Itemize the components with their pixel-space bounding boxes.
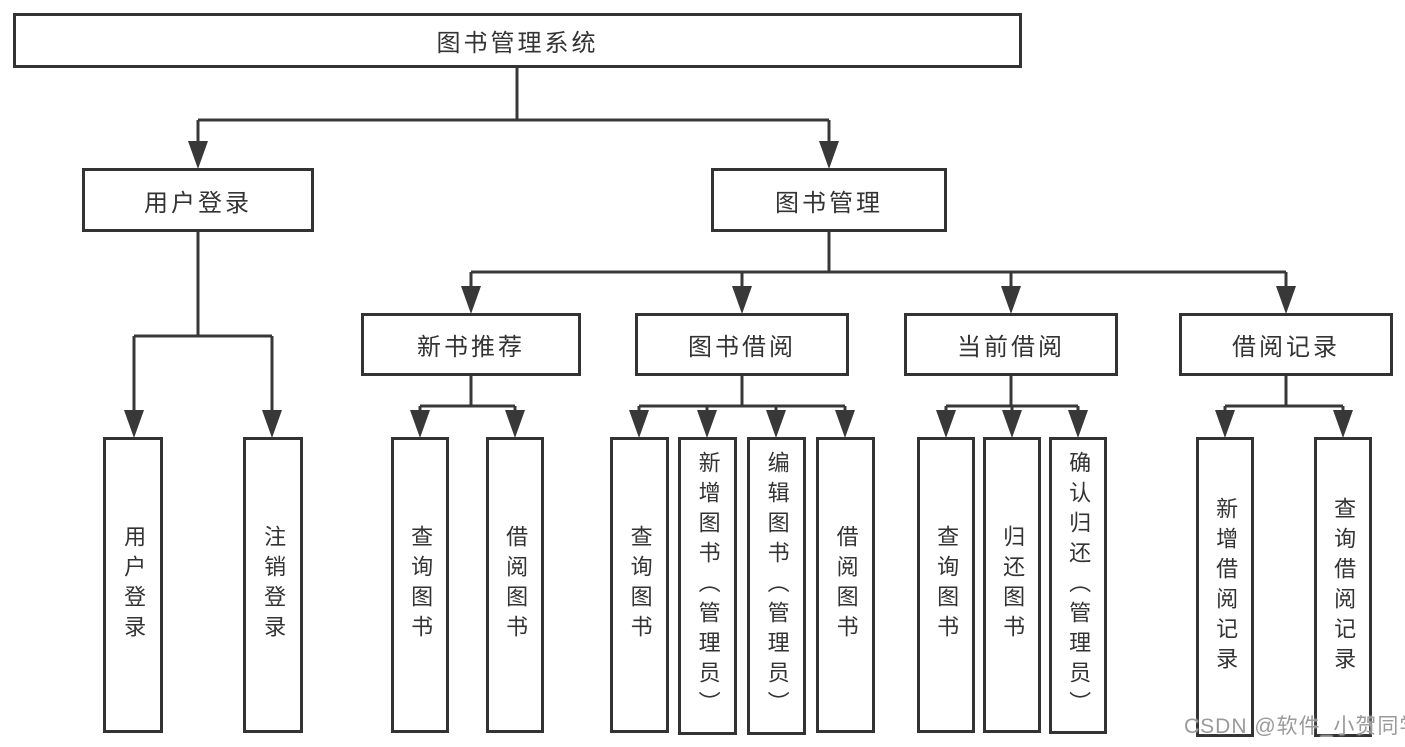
node-add-borrow-record: 新增借阅记录	[1196, 437, 1254, 737]
node-system-root: 图书管理系统	[13, 13, 1022, 68]
connector-current-borrow-to-leaves	[944, 376, 1080, 414]
node-book-borrowing: 图书借阅	[635, 313, 849, 376]
connector-book-mgmt-to-level3	[469, 232, 1288, 290]
node-user-login-leaf: 用户登录	[103, 437, 163, 733]
connector-records-to-leaves	[1223, 376, 1345, 414]
node-add-book-admin: 新增图书（管理员）	[678, 437, 737, 735]
arrowhead-icons	[124, 141, 1353, 438]
node-borrow-books-borrowing: 借阅图书	[816, 437, 875, 733]
csdn-watermark: CSDN @软件_小贺同学	[1184, 715, 1405, 738]
connector-user-login-to-leaves	[132, 232, 274, 414]
node-query-books-recommend: 查询图书	[391, 437, 449, 733]
node-query-borrow-record: 查询借阅记录	[1314, 437, 1372, 737]
node-user-login-group: 用户登录	[82, 168, 314, 232]
node-current-borrowing: 当前借阅	[904, 313, 1118, 376]
node-borrowing-records: 借阅记录	[1179, 313, 1393, 376]
node-borrow-books-recommend: 借阅图书	[486, 437, 544, 733]
connector-book-borrow-to-leaves	[637, 376, 847, 414]
node-book-management: 图书管理	[711, 168, 947, 232]
node-query-books-borrowing: 查询图书	[610, 437, 669, 733]
connector-new-book-to-leaves	[418, 376, 517, 414]
node-query-books-current: 查询图书	[917, 437, 975, 733]
node-logout: 注销登录	[243, 437, 303, 733]
node-confirm-return-admin: 确认归还（管理员）	[1049, 437, 1107, 734]
node-edit-book-admin: 编辑图书（管理员）	[747, 437, 806, 735]
node-return-books: 归还图书	[983, 437, 1041, 733]
node-new-book-recommend: 新书推荐	[361, 313, 581, 376]
connector-root-to-level2	[196, 68, 831, 146]
